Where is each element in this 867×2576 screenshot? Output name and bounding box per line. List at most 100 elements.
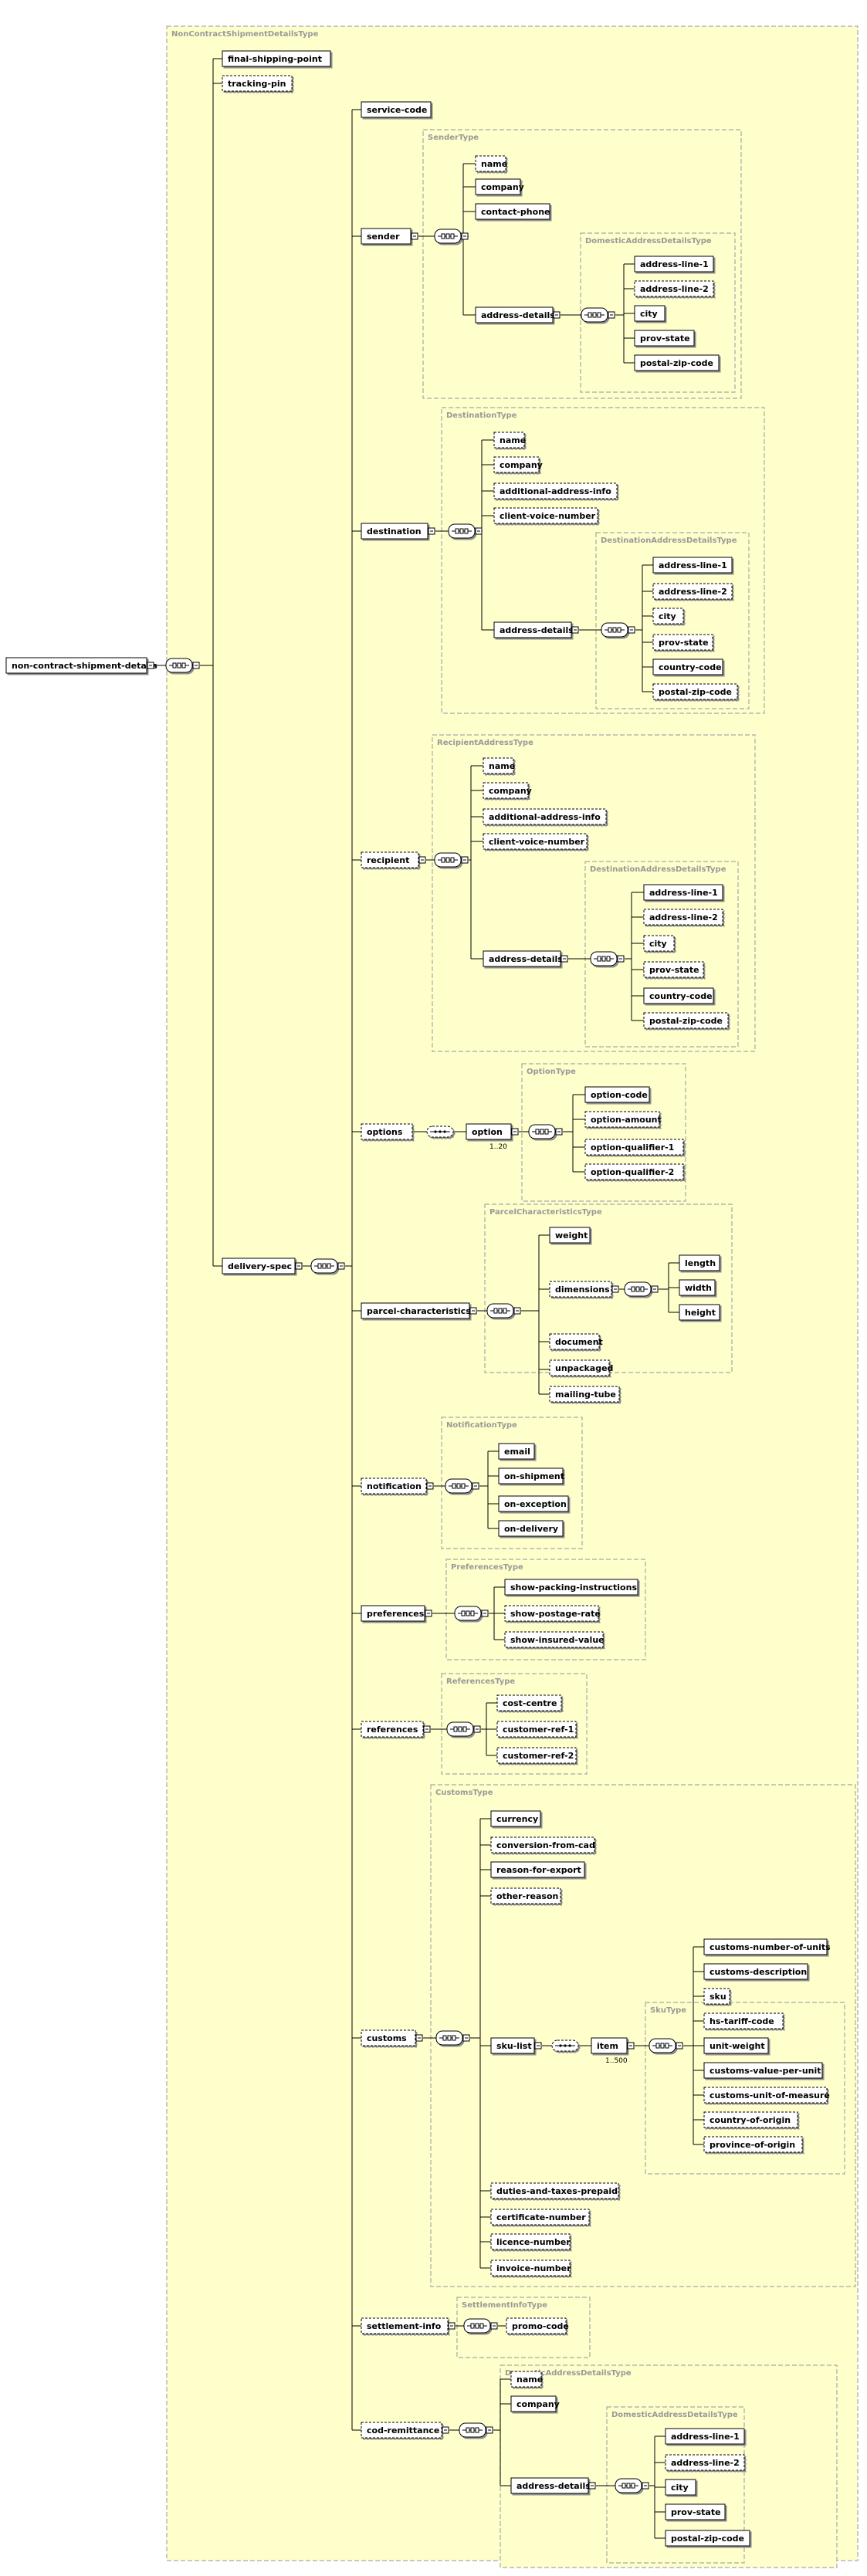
element-customs[interactable]: customs <box>361 2029 423 2046</box>
element-length[interactable]: length <box>679 1254 720 1271</box>
element-customs-number-of-units[interactable]: customs-number-of-units <box>703 1938 831 1955</box>
element-address-details[interactable]: address-details <box>483 950 568 967</box>
element-city[interactable]: city <box>634 305 665 322</box>
element-email[interactable]: email <box>498 1443 535 1460</box>
element-hs-tariff-code[interactable]: hs-tariff-code <box>703 2012 784 2029</box>
element-item[interactable]: item <box>591 2037 635 2054</box>
element-weight[interactable]: weight <box>549 1227 591 1244</box>
element-option-amount[interactable]: option-amount <box>584 1111 662 1128</box>
element-show-packing-instructions[interactable]: show-packing-instructions <box>504 1579 638 1596</box>
element-licence-number[interactable]: licence-number <box>490 2233 571 2250</box>
element-country-of-origin[interactable]: country-of-origin <box>703 2111 798 2128</box>
element-recipient[interactable]: recipient <box>361 851 426 868</box>
element-on-delivery[interactable]: on-delivery <box>498 1520 564 1537</box>
element-option[interactable]: option <box>466 1123 519 1140</box>
element-postal-zip-code[interactable]: postal-zip-code <box>643 1012 729 1029</box>
element-invoice-number[interactable]: invoice-number <box>490 2260 571 2276</box>
element-references[interactable]: references <box>361 1721 431 1738</box>
element-prov-state[interactable]: prov-state <box>643 961 704 978</box>
element-promo-code[interactable]: promo-code <box>506 2317 569 2334</box>
element-width[interactable]: width <box>679 1279 716 1296</box>
element-preferences[interactable]: preferences <box>361 1605 432 1622</box>
element-address-details[interactable]: address-details <box>493 621 579 638</box>
element-unit-weight[interactable]: unit-weight <box>703 2037 769 2054</box>
element-options[interactable]: options <box>361 1123 413 1140</box>
element-show-insured-value[interactable]: show-insured-value <box>504 1631 605 1648</box>
element-destination[interactable]: destination <box>361 523 435 540</box>
element-name[interactable]: name <box>493 432 526 449</box>
element-other-reason[interactable]: other-reason <box>490 1887 561 1904</box>
element-settlement-info[interactable]: settlement-info <box>361 2317 456 2334</box>
element-company[interactable]: company <box>510 2395 560 2412</box>
element-address-line-1[interactable]: address-line-1 <box>652 557 733 574</box>
element-height[interactable]: height <box>679 1304 720 1321</box>
element-address-line-2[interactable]: address-line-2 <box>634 280 714 297</box>
element-customs-unit-of-measure[interactable]: customs-unit-of-measure <box>703 2087 830 2104</box>
element-customs-value-per-unit[interactable]: customs-value-per-unit <box>703 2062 823 2079</box>
element-address-line-1[interactable]: address-line-1 <box>665 2428 745 2445</box>
element-box <box>496 1721 577 1738</box>
element-reason-for-export[interactable]: reason-for-export <box>490 1861 585 1878</box>
element-city[interactable]: city <box>652 608 684 625</box>
element-prov-state[interactable]: prov-state <box>634 330 695 347</box>
element-name[interactable]: name <box>475 155 507 172</box>
element-country-code[interactable]: country-code <box>643 987 714 1004</box>
element-postal-zip-code[interactable]: postal-zip-code <box>665 2530 750 2547</box>
element-additional-address-info[interactable]: additional-address-info <box>483 808 607 825</box>
element-cod-remittance[interactable]: cod-remittance <box>361 2422 449 2439</box>
element-address-line-2[interactable]: address-line-2 <box>665 2454 745 2471</box>
element-non-contract-shipment-details[interactable]: non-contract-shipment-details <box>5 657 157 674</box>
element-city[interactable]: city <box>665 2479 696 2496</box>
element-notification[interactable]: notification <box>361 1478 434 1494</box>
element-province-of-origin[interactable]: province-of-origin <box>703 2136 803 2153</box>
element-on-exception[interactable]: on-exception <box>498 1495 569 1512</box>
element-client-voice-number[interactable]: client-voice-number <box>493 507 598 524</box>
element-address-line-2[interactable]: address-line-2 <box>652 583 733 600</box>
element-parcel-characteristics[interactable]: parcel-characteristics <box>361 1302 477 1319</box>
element-country-code[interactable]: country-code <box>652 658 723 675</box>
element-address-details[interactable]: address-details <box>475 306 561 323</box>
element-company[interactable]: company <box>493 456 543 473</box>
element-currency[interactable]: currency <box>490 1810 541 1827</box>
element-unpackaged[interactable]: unpackaged <box>549 1359 613 1376</box>
element-box <box>493 507 598 524</box>
element-option-qualifier-1[interactable]: option-qualifier-1 <box>584 1139 684 1156</box>
element-customer-ref-2[interactable]: customer-ref-2 <box>496 1747 577 1764</box>
element-name[interactable]: name <box>483 757 515 774</box>
element-on-shipment[interactable]: on-shipment <box>498 1467 564 1484</box>
element-show-postage-rate[interactable]: show-postage-rate <box>504 1605 601 1622</box>
element-city[interactable]: city <box>643 935 675 952</box>
element-document[interactable]: document <box>549 1333 603 1350</box>
element-name[interactable]: name <box>510 2371 543 2388</box>
element-certificate-number[interactable]: certificate-number <box>490 2209 590 2226</box>
element-service-code[interactable]: service-code <box>361 101 432 118</box>
element-additional-address-info[interactable]: additional-address-info <box>493 482 618 499</box>
element-option-code[interactable]: option-code <box>584 1086 650 1103</box>
element-address-line-2[interactable]: address-line-2 <box>643 909 723 926</box>
element-sender[interactable]: sender <box>361 228 418 245</box>
element-final-shipping-point[interactable]: final-shipping-point <box>222 50 331 67</box>
element-sku-list[interactable]: sku-list <box>490 2037 542 2054</box>
element-customer-ref-1[interactable]: customer-ref-1 <box>496 1721 577 1738</box>
element-address-line-1[interactable]: address-line-1 <box>634 256 714 272</box>
element-dimensions[interactable]: dimensions <box>549 1281 619 1298</box>
element-postal-zip-code[interactable]: postal-zip-code <box>652 683 738 700</box>
element-client-voice-number[interactable]: client-voice-number <box>483 833 588 850</box>
element-option-qualifier-2[interactable]: option-qualifier-2 <box>584 1163 684 1180</box>
element-conversion-from-cad[interactable]: conversion-from-cad <box>490 1836 595 1853</box>
element-address-line-1[interactable]: address-line-1 <box>643 884 723 901</box>
element-company[interactable]: company <box>483 782 532 799</box>
element-cost-centre[interactable]: cost-centre <box>496 1694 562 1711</box>
element-duties-and-taxes-prepaid[interactable]: duties-and-taxes-prepaid <box>490 2182 619 2199</box>
element-mailing-tube[interactable]: mailing-tube <box>549 1386 620 1403</box>
element-contact-phone[interactable]: contact-phone <box>475 203 550 220</box>
element-delivery-spec[interactable]: delivery-spec <box>222 1258 303 1274</box>
element-address-details[interactable]: address-details <box>510 2477 596 2494</box>
element-customs-description[interactable]: customs-description <box>703 1963 808 1980</box>
element-company[interactable]: company <box>475 178 524 195</box>
element-tracking-pin[interactable]: tracking-pin <box>222 75 293 92</box>
element-sku[interactable]: sku <box>703 1988 730 2005</box>
element-postal-zip-code[interactable]: postal-zip-code <box>634 354 720 371</box>
element-prov-state[interactable]: prov-state <box>665 2503 726 2520</box>
element-prov-state[interactable]: prov-state <box>652 634 713 651</box>
